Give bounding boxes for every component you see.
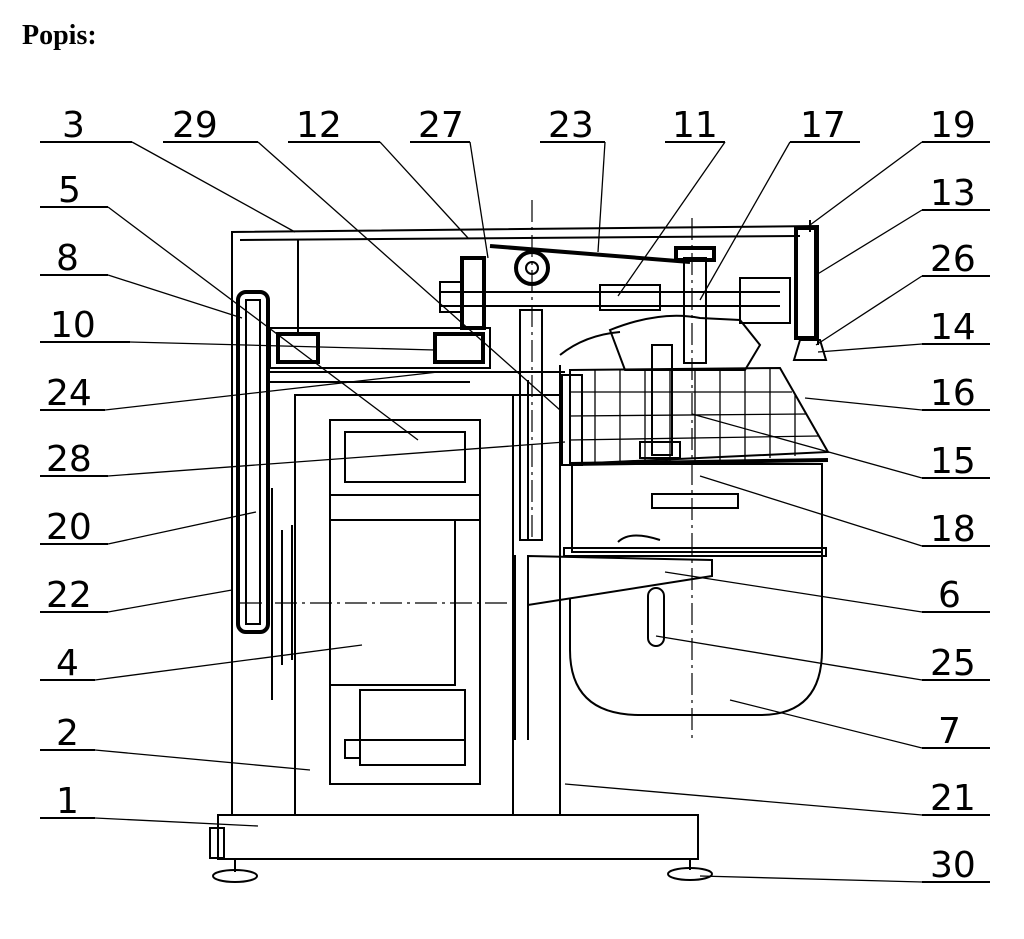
- label-24: 24: [46, 373, 92, 414]
- label-10: 10: [50, 305, 96, 346]
- drive-pulley-and-belt: [236, 290, 293, 700]
- label-4: 4: [56, 643, 79, 684]
- label-29: 29: [172, 105, 218, 146]
- label-18: 18: [930, 509, 976, 550]
- part-labels: 3 29 12 27 23 11 17 19 5 8 10 24 28 20 2…: [46, 105, 976, 886]
- motor-unit: [329, 419, 481, 785]
- label-27: 27: [418, 105, 464, 146]
- label-11: 11: [672, 105, 718, 146]
- label-1: 1: [56, 781, 79, 822]
- label-12: 12: [296, 105, 342, 146]
- label-2: 2: [56, 713, 79, 754]
- label-14: 14: [930, 307, 976, 348]
- label-30: 30: [930, 845, 976, 886]
- label-19: 19: [930, 105, 976, 146]
- gearbox-head: [559, 314, 762, 459]
- machine-frame: [231, 224, 819, 816]
- column-shafts: [240, 200, 693, 740]
- label-6: 6: [938, 575, 961, 616]
- label-15: 15: [930, 441, 976, 482]
- upper-shaft-assembly: [269, 220, 828, 369]
- label-5: 5: [58, 170, 81, 211]
- label-3: 3: [62, 105, 85, 146]
- label-20: 20: [46, 507, 92, 548]
- label-21: 21: [930, 778, 976, 819]
- page-heading: Popis:: [22, 20, 97, 51]
- label-13: 13: [930, 173, 976, 214]
- label-23: 23: [548, 105, 594, 146]
- label-26: 26: [930, 239, 976, 280]
- base-plate: [209, 814, 713, 883]
- label-22: 22: [46, 575, 92, 616]
- bowl-and-carrier: [527, 374, 827, 716]
- label-8: 8: [56, 238, 79, 279]
- label-16: 16: [930, 373, 976, 414]
- label-17: 17: [800, 105, 846, 146]
- label-25: 25: [930, 643, 976, 684]
- leader-lines: [40, 141, 990, 883]
- label-7: 7: [938, 711, 961, 752]
- label-28: 28: [46, 439, 92, 480]
